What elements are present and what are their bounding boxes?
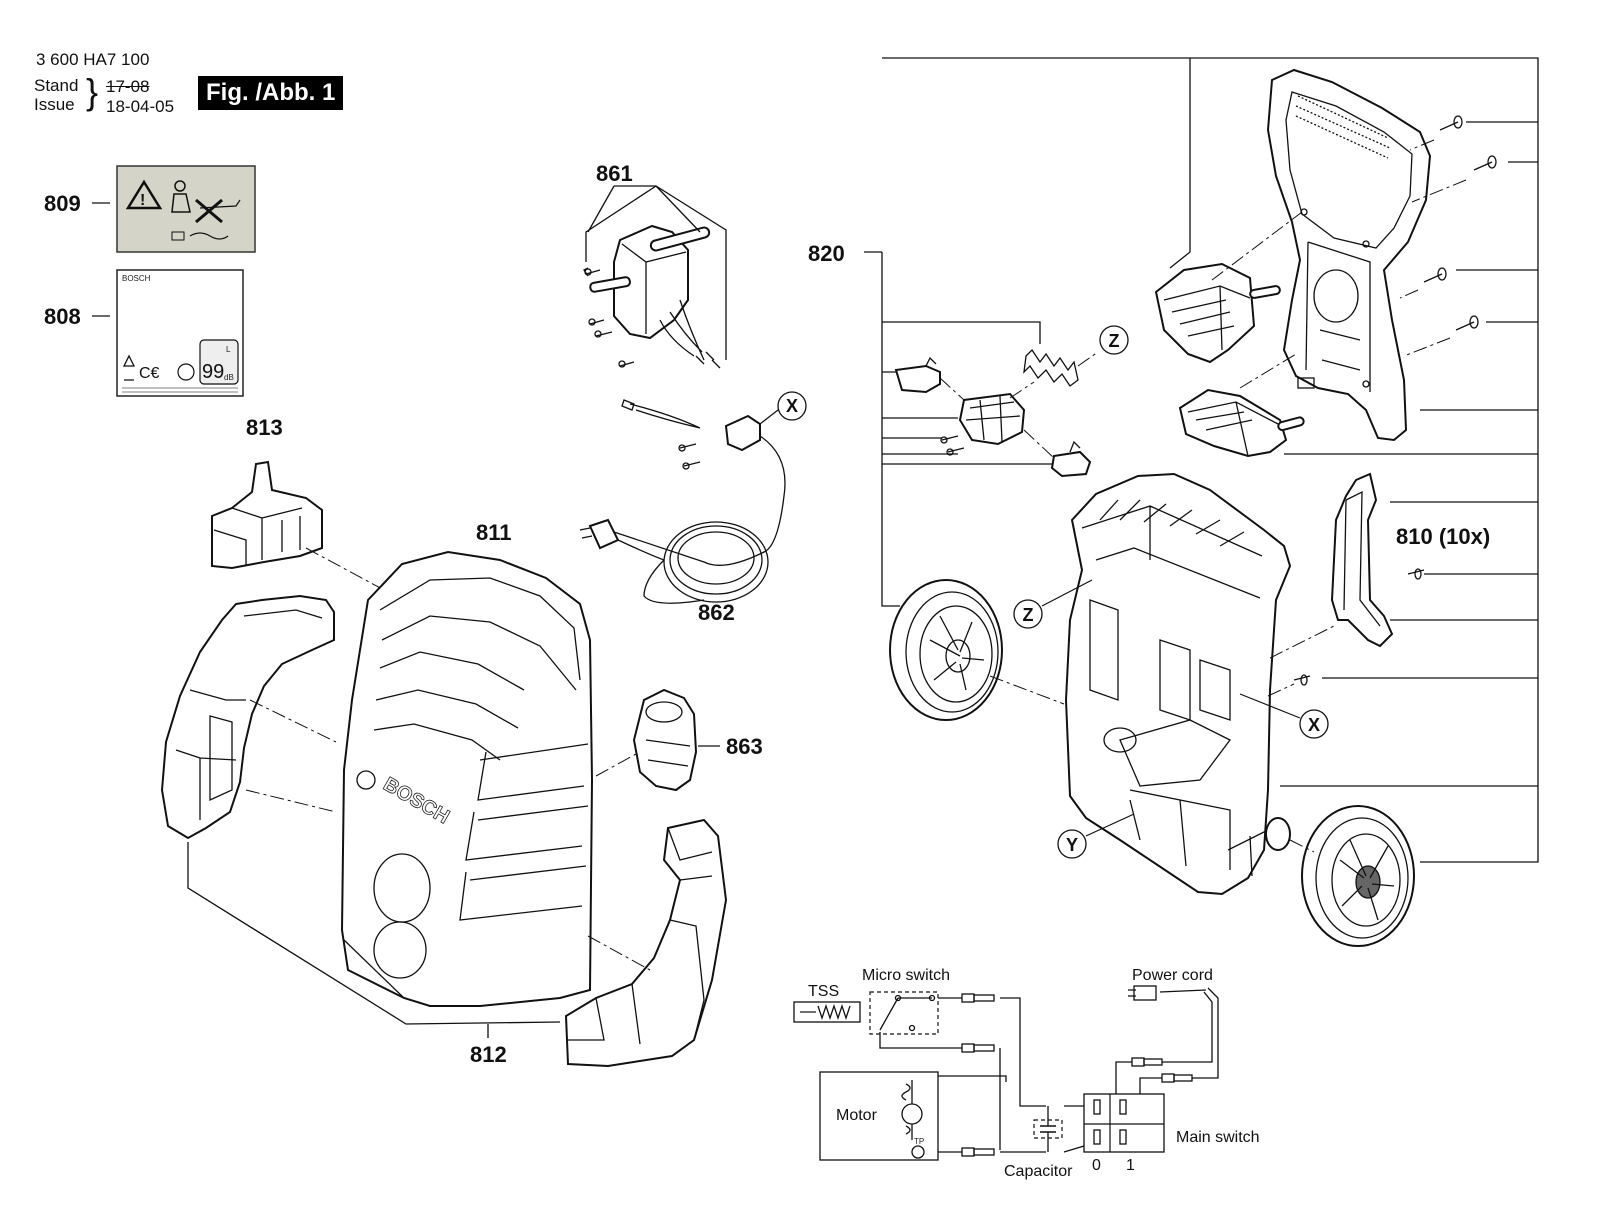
operator-figure-icon bbox=[174, 180, 186, 192]
wiring-schematic: TP Micro switch TSS Power cord Motor Mai bbox=[793, 967, 1260, 1180]
hose-holder-813 bbox=[211, 460, 323, 570]
spring-z bbox=[1023, 348, 1079, 387]
handle-insert-upper bbox=[1154, 262, 1281, 364]
handle-insert-lower bbox=[1178, 388, 1305, 458]
micro-switch-parts bbox=[894, 356, 1092, 478]
wheel-left bbox=[889, 579, 1003, 721]
handle-frame bbox=[1266, 68, 1432, 442]
handle-screws bbox=[1423, 115, 1497, 331]
part-number-861: 861 bbox=[596, 161, 633, 186]
brace-icon: } bbox=[86, 71, 99, 112]
stand-label: Stand bbox=[34, 76, 79, 95]
main-switch-label: Main switch bbox=[1176, 1129, 1260, 1146]
housing-bosch-logo-icon bbox=[356, 770, 376, 790]
callout-z-chassis: Z bbox=[1013, 579, 1093, 629]
noise-value: 99 bbox=[202, 361, 224, 383]
warning-label-809: ! bbox=[116, 165, 256, 253]
side-cover-left-812 bbox=[160, 594, 335, 840]
chassis-frame bbox=[1064, 472, 1292, 896]
switch-position-1: 1 bbox=[1126, 1157, 1135, 1174]
micro-switch-label: Micro switch bbox=[862, 967, 950, 984]
prohibition-cross-icon bbox=[195, 198, 223, 224]
plug-icon bbox=[588, 518, 620, 550]
part-number-810: 810 (10x) bbox=[1396, 524, 1490, 549]
callout-z-top: Z bbox=[1099, 325, 1129, 355]
figure-badge: Fig. /Abb. 1 bbox=[198, 76, 344, 110]
document-number: 3 600 HA7 100 bbox=[36, 50, 150, 69]
schematic-plug-icon bbox=[1133, 985, 1157, 1001]
stand-date: 17-08 bbox=[106, 77, 150, 96]
part-number-813: 813 bbox=[246, 415, 283, 440]
svg-text:X: X bbox=[1308, 715, 1320, 735]
part-number-811: 811 bbox=[476, 520, 512, 545]
svg-text:Z: Z bbox=[1109, 331, 1120, 351]
svg-text:!: ! bbox=[140, 192, 145, 209]
tss-label: TSS bbox=[808, 983, 839, 1000]
noise-unit: dB bbox=[224, 373, 234, 382]
part-number-812: 812 bbox=[470, 1042, 507, 1067]
power-cord-label: Power cord bbox=[1132, 967, 1213, 984]
part-number-862: 862 bbox=[698, 600, 735, 625]
rating-label-808: BOSCH C€ L 99 dB bbox=[116, 269, 244, 397]
wheel-right bbox=[1301, 805, 1415, 947]
ce-mark-icon: C€ bbox=[139, 365, 160, 382]
svg-text:X: X bbox=[786, 396, 798, 416]
cord-strain-relief-icon bbox=[724, 414, 761, 452]
certification-icon bbox=[177, 363, 195, 381]
wee-bin-icon bbox=[122, 354, 136, 381]
main-housing-811: BOSCH bbox=[340, 550, 594, 1007]
callout-y-chassis: Y bbox=[1057, 813, 1135, 859]
pressure-knob-863 bbox=[632, 688, 698, 792]
part-number-808: 808 bbox=[44, 304, 81, 329]
rating-label-brand: BOSCH bbox=[122, 274, 151, 283]
capacitor-label: Capacitor bbox=[1004, 1163, 1073, 1180]
warning-triangle-icon bbox=[125, 179, 163, 210]
issue-date: 18-04-05 bbox=[106, 97, 175, 116]
bracket-810 bbox=[1330, 472, 1394, 648]
issue-label: Issue bbox=[34, 95, 75, 114]
part-number-809: 809 bbox=[44, 191, 81, 216]
switch-module-861 bbox=[583, 224, 721, 369]
callout-x-chassis: X bbox=[1239, 693, 1329, 739]
switch-position-0: 0 bbox=[1092, 1157, 1101, 1174]
callout-x-top: X bbox=[759, 391, 807, 425]
motor-label: Motor bbox=[836, 1107, 878, 1124]
part-number-863: 863 bbox=[726, 734, 763, 759]
svg-text:Y: Y bbox=[1066, 835, 1078, 855]
svg-text:Z: Z bbox=[1023, 605, 1034, 625]
thermal-protector-label: TP bbox=[914, 1137, 924, 1146]
noise-prefix: L bbox=[226, 345, 231, 354]
front-cover-812 bbox=[564, 818, 728, 1068]
part-number-820: 820 bbox=[808, 241, 845, 266]
power-cord-862 bbox=[579, 399, 786, 604]
